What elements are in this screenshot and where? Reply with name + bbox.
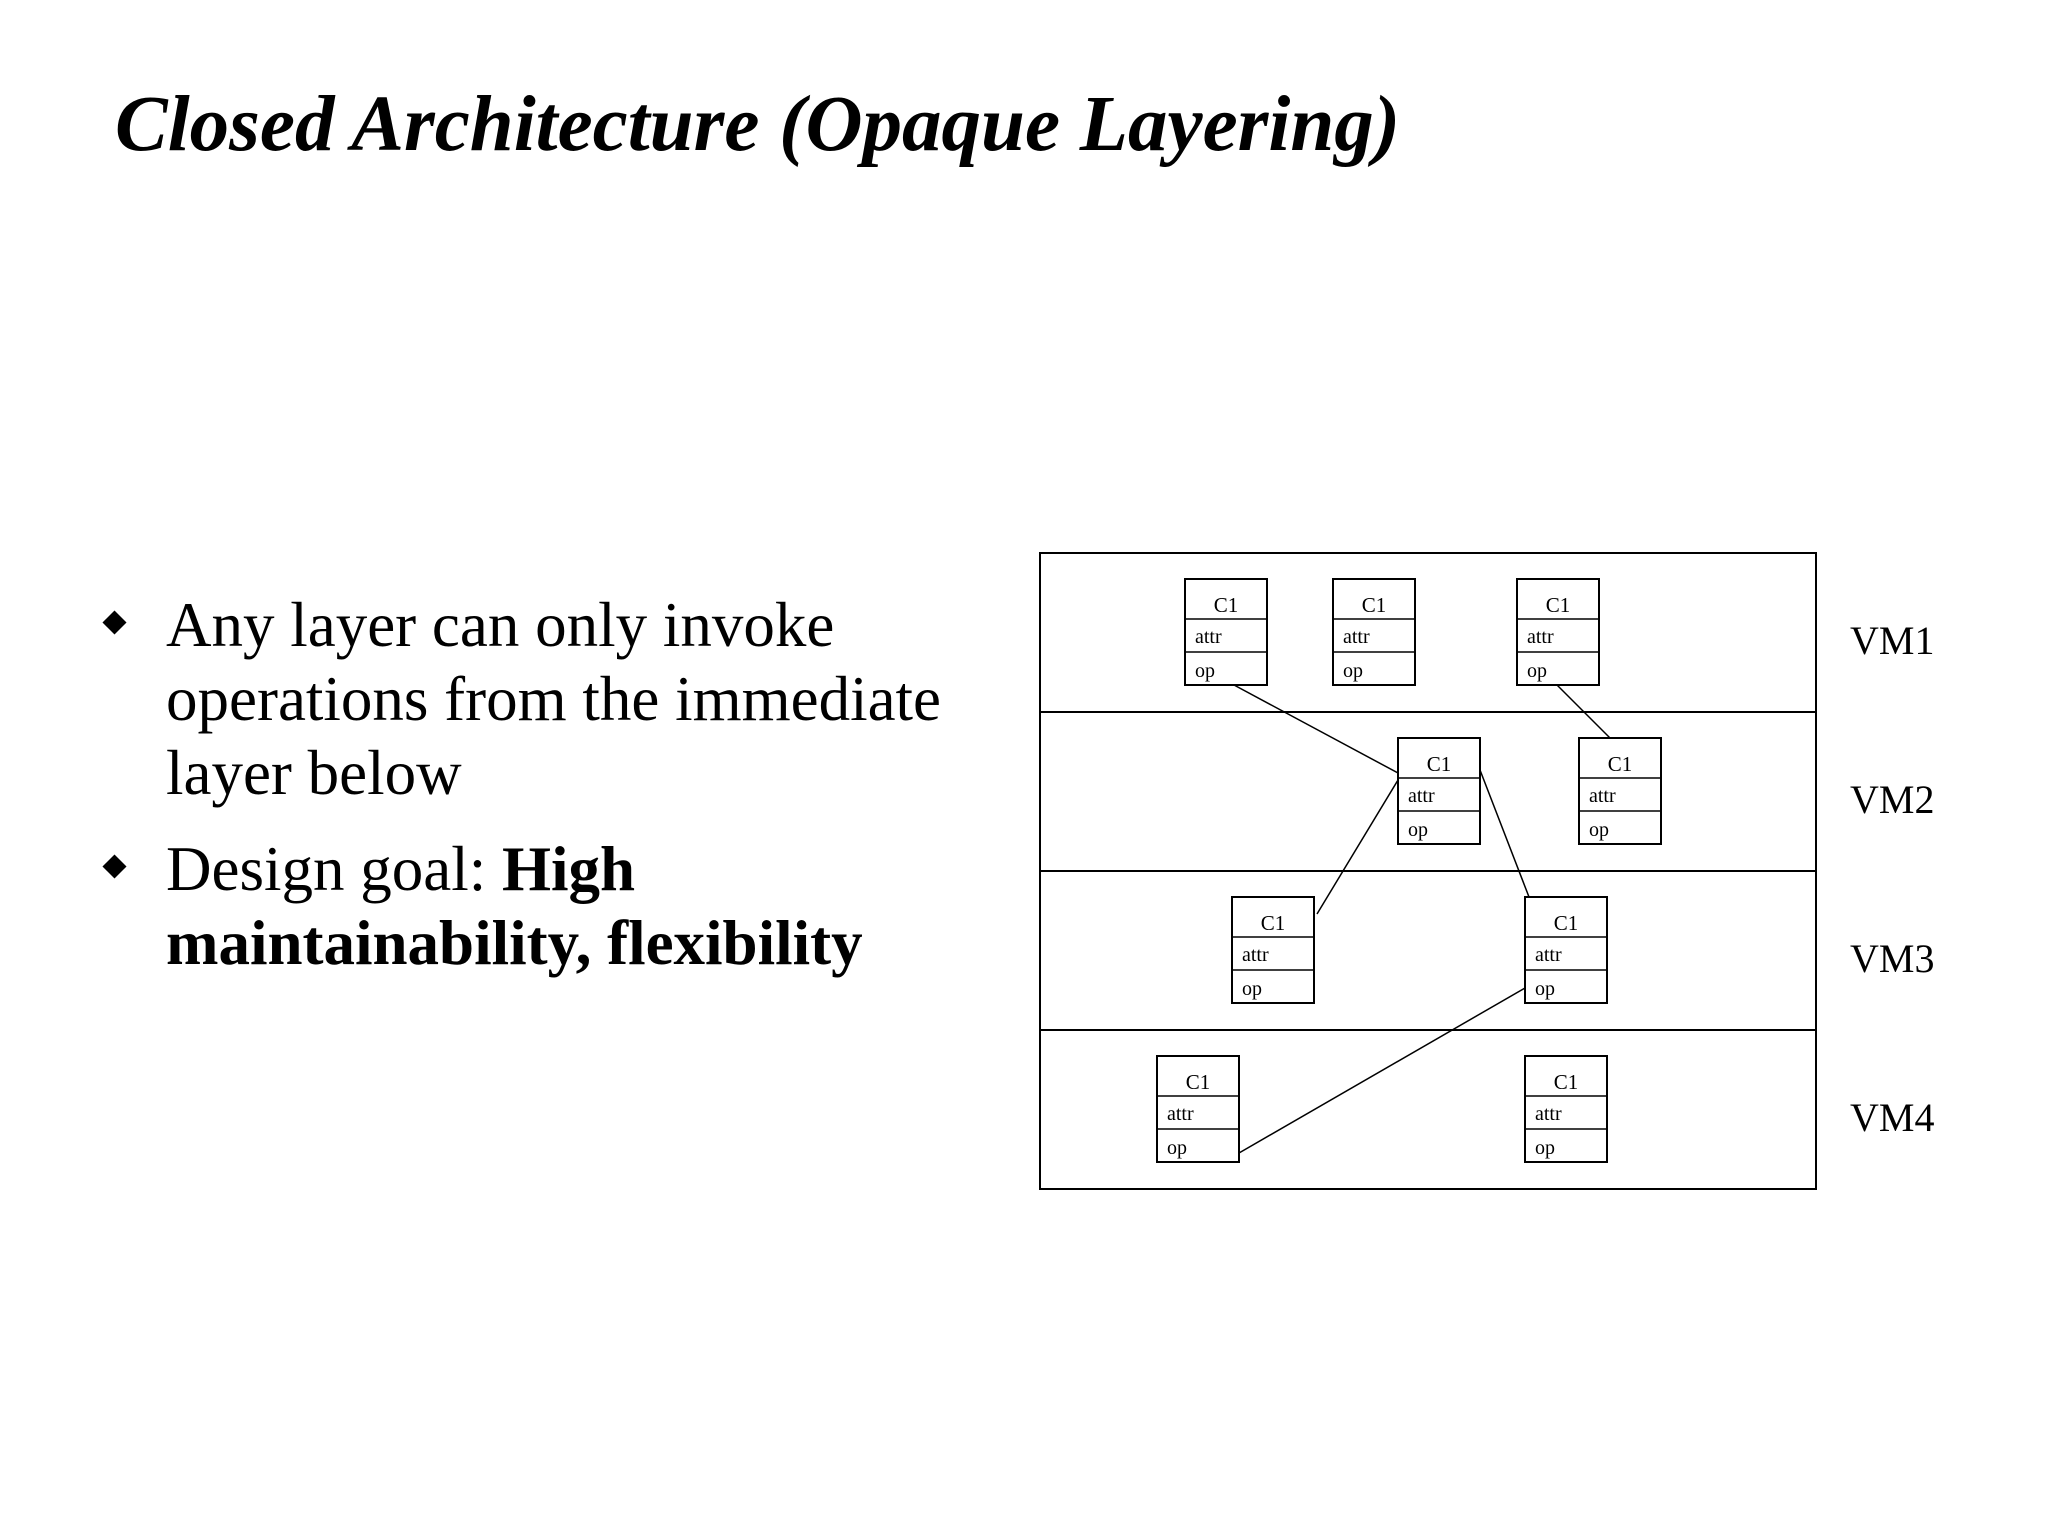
class-box-vm2-b [1578,737,1662,845]
bullet-list: Any layer can only invoke operations fro… [100,588,980,1002]
class-operation: op [1408,819,1428,841]
bullet-text: Any layer can only invoke operations fro… [166,590,942,808]
diagram-frame [1039,552,1817,1190]
class-operation: op [1535,978,1555,1000]
class-name: C1 [1261,911,1286,935]
class-attribute: attr [1589,785,1616,807]
class-box-vm1-c [1516,578,1600,686]
layer-label-vm4: VM4 [1850,1095,1934,1140]
class-attribute: attr [1343,626,1370,648]
class-operation: op [1242,978,1262,1000]
class-attribute: attr [1535,1103,1562,1125]
class-operation: op [1343,660,1363,682]
connection-vm1-c-to-vm2-b [1556,684,1611,739]
class-box-vm1-b [1332,578,1416,686]
class-attribute: attr [1167,1103,1194,1125]
class-attribute: attr [1195,626,1222,648]
class-name: C1 [1554,911,1579,935]
bullet-item: Any layer can only invoke operations fro… [100,588,980,810]
class-operation: op [1195,660,1215,682]
class-attribute: attr [1242,944,1269,966]
layer-label-vm3: VM3 [1850,936,1934,981]
diamond-bullet-icon [102,610,127,635]
slide-title: Closed Architecture (Opaque Layering) [115,81,1401,168]
class-operation: op [1589,819,1609,841]
diamond-bullet-icon [102,854,127,879]
class-box-vm3-a [1231,896,1315,1004]
class-name: C1 [1554,1070,1579,1094]
connection-vm2-a-to-vm3-a [1316,779,1399,915]
class-operation: op [1535,1137,1555,1159]
class-name: C1 [1546,593,1571,617]
layer-label-vm1: VM1 [1850,618,1934,663]
layer-label-vm2: VM2 [1850,777,1934,822]
class-attribute: attr [1527,626,1554,648]
class-operation: op [1527,660,1547,682]
bullet-emphasis: High maintainability, flexibility [166,834,863,978]
connection-vm1-a-to-vm2-a [1233,684,1399,774]
bullet-item: Design goal: High maintainability, flexi… [100,832,980,980]
class-box-vm4-b [1524,1055,1608,1163]
class-box-vm3-b [1524,896,1608,1004]
class-box-vm2-a [1397,737,1481,845]
bullet-text: Design goal: [166,834,502,904]
class-name: C1 [1608,752,1633,776]
class-attribute: attr [1408,785,1435,807]
class-name: C1 [1362,593,1387,617]
class-operation: op [1167,1137,1187,1159]
class-name: C1 [1427,752,1452,776]
connection-vm3-b-to-vm4-a [1238,987,1526,1154]
class-box-vm1-a [1184,578,1268,686]
class-name: C1 [1214,593,1239,617]
class-box-vm4-a [1156,1055,1240,1163]
connection-vm2-a-to-vm3-b [1479,769,1530,898]
class-attribute: attr [1535,944,1562,966]
class-name: C1 [1186,1070,1211,1094]
